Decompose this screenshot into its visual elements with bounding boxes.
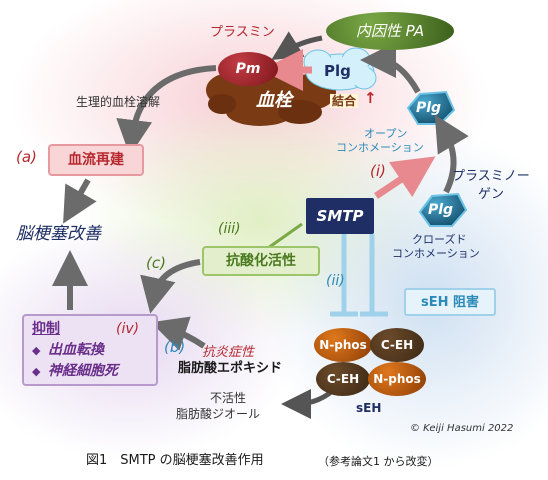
closed-conformation-line1: クローズド (412, 233, 467, 246)
arrow-open-to-plg (360, 42, 421, 94)
label-iii: (iii) (218, 221, 241, 237)
bullet-hemorrhage: ◆ (32, 344, 41, 357)
plasminogen-line2: ゲン (478, 187, 505, 202)
antioxidant-box: 抗酸化活性 (202, 246, 320, 276)
brain-improvement-label: 脳梗塞改善 (16, 224, 101, 244)
seh-label: sEH (356, 401, 382, 415)
tpa-label: 内因性 PA (355, 21, 425, 40)
thrombus-label: 血栓 (256, 90, 292, 111)
smtp-box: SMTP (306, 198, 374, 234)
copyright-label: © Keiji Hasumi 2022 (410, 423, 514, 434)
inactive-line1: 不活性 (210, 391, 247, 405)
ceh-bottom-label: C-EH (326, 372, 360, 386)
arrow-flow-to-brain (63, 178, 97, 224)
plg-closed-label: Plg (428, 202, 454, 218)
plasminogen-line1: プラスミノー (452, 169, 530, 184)
tpa-node: 内因性 PA (326, 12, 454, 50)
label-b: (b) (164, 338, 186, 356)
seh-inhibition-box: sEH 阻害 (404, 288, 496, 316)
blood-flow-label: 血流再建 (68, 152, 124, 168)
blood-flow-box: 血流再建 (48, 144, 144, 176)
arrow-closed-to-open (434, 114, 469, 194)
label-i: (i) (370, 162, 386, 180)
open-conformation-line2: コンホメーション (336, 141, 424, 154)
label-iv: (iv) (116, 321, 140, 337)
figure-caption-note: （参考論文1 から改変） (318, 455, 439, 468)
link-smtp-antiox (267, 222, 303, 250)
antioxidant-label: 抗酸化活性 (226, 253, 296, 269)
epoxide-label: 脂肪酸エポキシド (178, 361, 283, 376)
closed-conformation-line2: コンホメーション (392, 247, 480, 260)
open-conformation-line1: オープン (364, 127, 408, 140)
pm-label: Pm (235, 61, 261, 77)
seh-ceh-top: C-EH (370, 328, 424, 362)
plg-open-label: Plg (416, 100, 442, 116)
plasmin-label: プラスミン (210, 25, 275, 40)
arrow-lysis (116, 65, 217, 156)
hemorrhage-label: 出血転換 (48, 342, 104, 358)
label-c: (c) (146, 254, 166, 272)
seh-nphos-top: N-phos (314, 328, 372, 362)
ceh-top-label: C-EH (380, 338, 414, 352)
arrow-epoxide-to-suppress (150, 316, 206, 351)
plasmin-node: Pm (218, 52, 278, 86)
plg-cloud-label: Plg (324, 62, 351, 80)
arrow-antiox-to-suppress (140, 259, 201, 314)
nphos-top-label: N-phos (319, 338, 367, 352)
inhibition-lines (330, 234, 388, 317)
plg-closed-shape (418, 192, 468, 227)
nphos-bottom-label: N-phos (373, 372, 421, 386)
thrombus-blob (206, 73, 336, 126)
bullet-neuronal: ◆ (32, 365, 41, 378)
binding-up-arrow: ↑ (364, 89, 377, 107)
arrow-smtp-to-open (374, 156, 436, 199)
anti-inflammatory-label: 抗炎症性 (202, 345, 255, 360)
figure-caption: 図1 SMTP の脳梗塞改善作用 (86, 453, 264, 468)
smtp-label: SMTP (316, 206, 364, 225)
label-ii: (ii) (326, 273, 345, 289)
plg-cloud (303, 47, 377, 91)
suppression-label: 抑制 (32, 321, 60, 337)
inactive-line2: 脂肪酸ジオール (176, 407, 261, 421)
binding-label: 結合 (330, 94, 359, 108)
seh-ceh-bottom: C-EH (316, 362, 370, 396)
neuronal-death-label: 神経細胞死 (48, 363, 118, 379)
seh-nphos-bottom: N-phos (368, 362, 426, 396)
seh-inhibition-label: sEH 阻害 (420, 294, 480, 310)
label-a: (a) (16, 148, 37, 166)
suppression-box (22, 314, 158, 386)
physiologic-thrombolysis-label: 生理的血栓溶解 (76, 95, 161, 109)
